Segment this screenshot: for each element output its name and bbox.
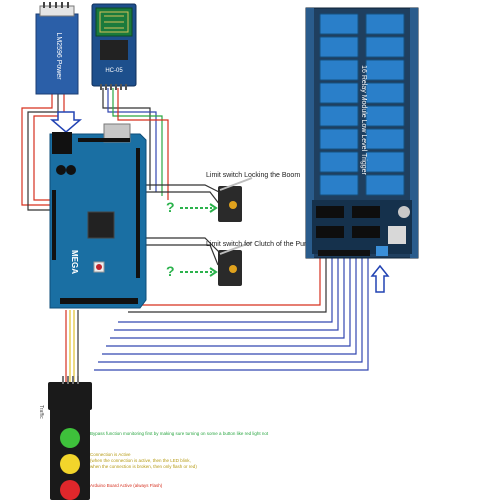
reset-button [96,264,102,270]
question-1: ? [166,199,218,215]
ls2-wire-b [142,244,219,266]
relay-block [319,36,359,58]
red-light-note: Arduino Board Active (always Flash) [90,483,163,488]
relay-block [365,105,405,127]
ls1-wire-a [142,184,226,196]
relay-wire-gnd [128,258,327,313]
svg-text:?: ? [166,263,175,279]
relay-block [365,151,405,173]
svg-text:?: ? [166,199,175,215]
yellow-light [60,454,80,474]
bt-wire-red [117,88,169,200]
relay-wire-in6 [98,258,363,363]
bt-wire-black [102,88,151,190]
bluetooth-module: HC-05 [91,3,137,90]
down-arrow-outline-icon [49,111,83,133]
up-arrow-outline-icon [370,264,390,293]
relay-input-header [318,250,370,256]
arduino-brand-label: MEGA [70,250,79,274]
power-wire-black [27,92,59,211]
relay-wire-in2 [114,258,339,331]
yellow-light-note-body-2: when the connection is broken, then only… [90,464,197,469]
arduino-mega-board: MEGA [49,123,147,309]
limit-switch-boom-label: Limit switch Locking the Boom [206,172,300,179]
power-module-label: LM2596 Power [55,32,62,80]
limit-switch-boom [218,177,253,222]
ls2-wire-a [142,237,223,256]
bt-wire-green [112,88,163,196]
relay-wire-in1 [118,258,333,323]
relay-block [319,128,359,150]
question-2: ? [166,263,218,279]
traffic-light-label: Traffic [38,405,44,419]
limit-switch-pump-label: Limit switch for Clutch of the Pump [206,241,314,248]
green-light-note: Bypass function monitoring first by maki… [90,431,269,436]
power-jack [52,132,72,154]
bt-wire-blue [107,88,157,192]
relay-blocks [319,13,405,196]
relay-wire-vcc [140,258,321,306]
bluetooth-label: HC-05 [105,68,123,74]
relay-module-title: 16 Relay Module Low Level Trigger [360,65,367,175]
traffic-light: Traffic [38,376,92,500]
relay-module: 16 Relay Module Low Level Trigger [305,7,419,259]
relay-wire-in3 [110,258,345,339]
relay-wire-in5 [102,258,357,355]
relay-block [319,59,359,81]
relay-wire-in7 [94,258,369,371]
relay-wire-in4 [106,258,351,347]
ls1-wire-b [142,191,221,206]
power-wire-red-2 [33,92,65,201]
red-light [60,480,80,500]
relay-block [365,59,405,81]
relay-block [365,36,405,58]
relay-block [365,82,405,104]
limit-switch-pump [218,241,253,286]
power-module: LM2596 Power [35,2,79,95]
microcontroller-chip [87,211,115,239]
relay-block [365,128,405,150]
yellow-light-note-body-1: (when the connection is active, then the… [90,458,191,463]
wires [21,88,369,385]
relay-block [319,105,359,127]
relay-block [365,13,405,35]
power-wire-red [21,92,56,206]
relay-block [319,13,359,35]
green-light [60,428,80,448]
relay-block [319,82,359,104]
relay-block [319,174,359,196]
yellow-light-note-title: Connection is Active [90,452,131,457]
relay-block [319,151,359,173]
relay-block [365,174,405,196]
